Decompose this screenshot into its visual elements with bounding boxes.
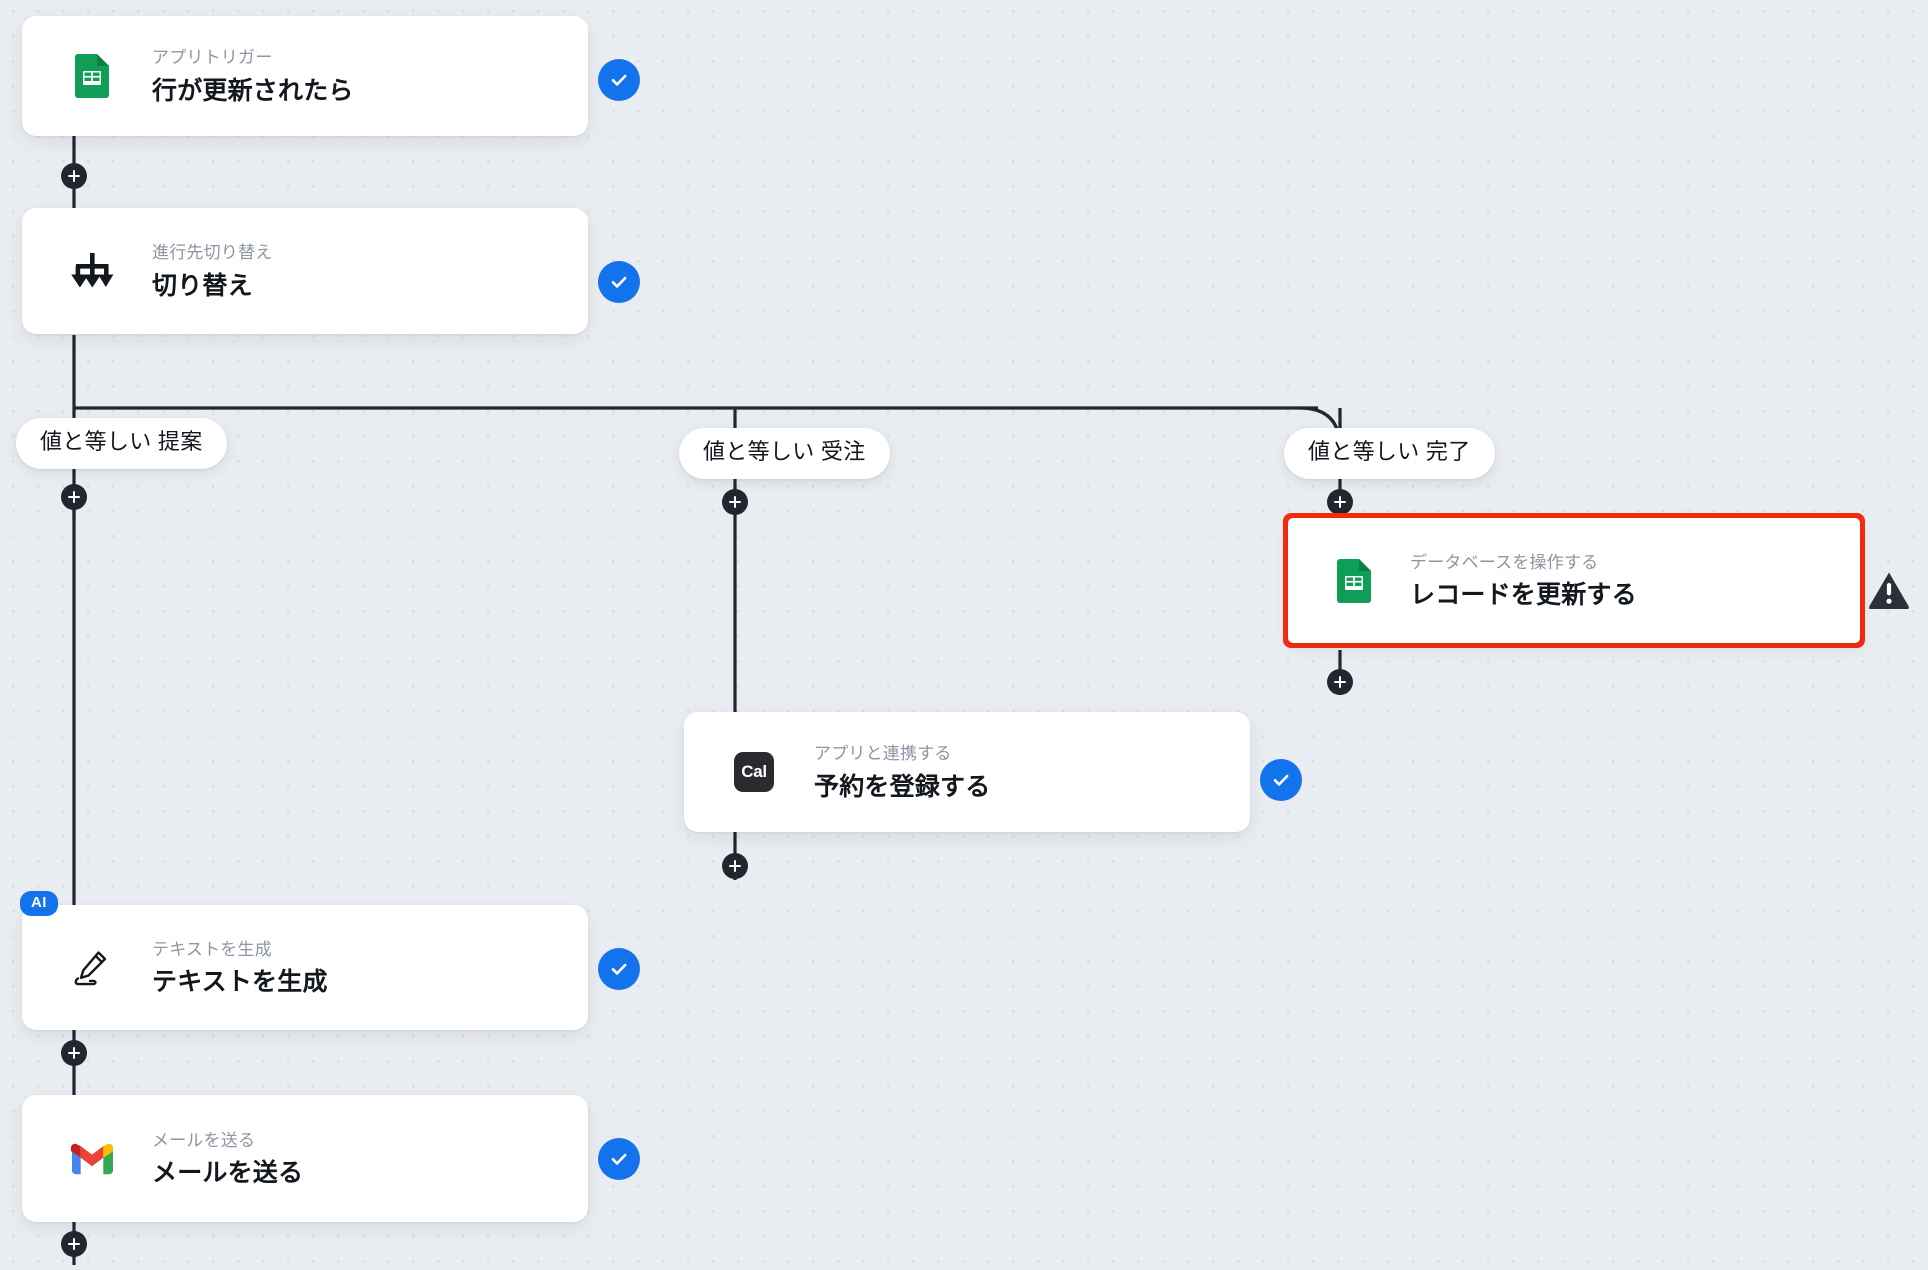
node-update-record[interactable]: データベースを操作する レコードを更新する <box>1283 513 1865 648</box>
node-send-mail[interactable]: メールを送る メールを送る <box>22 1095 588 1222</box>
check-icon <box>611 963 627 975</box>
node-subtitle: テキストを生成 <box>152 939 272 959</box>
check-icon <box>611 1153 627 1165</box>
add-step-handle[interactable] <box>1327 489 1353 515</box>
node-text: 進行先切り替え 切り替え <box>152 240 272 302</box>
node-title: メールを送る <box>152 1159 304 1188</box>
node-text: アプリトリガー 行が更新されたら <box>152 45 354 107</box>
status-badge-success[interactable] <box>598 261 640 303</box>
add-step-handle[interactable] <box>61 484 87 510</box>
node-app-trigger[interactable]: アプリトリガー 行が更新されたら <box>22 16 588 136</box>
check-icon <box>611 74 627 86</box>
node-text: メールを送る メールを送る <box>152 1128 303 1190</box>
status-badge-success[interactable] <box>1260 759 1302 801</box>
add-step-handle[interactable] <box>61 1231 87 1257</box>
node-title: レコードを更新する <box>1410 581 1637 610</box>
node-title: 予約を登録する <box>814 772 991 801</box>
gmail-icon <box>70 1137 114 1181</box>
pen-write-icon <box>70 946 114 990</box>
check-icon <box>611 276 627 288</box>
branch-label-teian[interactable]: 値と等しい 提案 <box>16 418 227 469</box>
cal-icon: Cal <box>732 750 776 794</box>
node-text: データベースを操作する レコードを更新する <box>1410 550 1637 612</box>
add-step-handle[interactable] <box>722 853 748 879</box>
node-cal-booking[interactable]: Cal アプリと連携する 予約を登録する <box>684 712 1250 832</box>
node-subtitle: メールを送る <box>152 1130 256 1150</box>
status-badge-success[interactable] <box>598 948 640 990</box>
add-step-handle[interactable] <box>1327 669 1353 695</box>
node-subtitle: データベースを操作する <box>1410 552 1599 572</box>
add-step-handle[interactable] <box>61 163 87 189</box>
cal-icon-label: Cal <box>734 752 774 792</box>
check-icon <box>1273 774 1289 786</box>
branch-label-juchu[interactable]: 値と等しい 受注 <box>679 428 890 479</box>
node-text: テキストを生成 テキストを生成 <box>152 937 328 999</box>
ai-badge: AI <box>20 891 58 917</box>
warning-triangle-icon <box>1869 572 1909 609</box>
status-badge-warning[interactable] <box>1866 567 1912 613</box>
node-title: テキストを生成 <box>152 968 328 997</box>
node-text: アプリと連携する 予約を登録する <box>814 741 990 803</box>
branch-label-kanryo[interactable]: 値と等しい 完了 <box>1284 428 1495 479</box>
add-step-handle[interactable] <box>722 489 748 515</box>
node-switch[interactable]: 進行先切り替え 切り替え <box>22 208 588 334</box>
node-title: 切り替え <box>152 271 253 300</box>
node-subtitle: 進行先切り替え <box>152 243 273 263</box>
switch-branch-icon <box>70 249 114 293</box>
node-subtitle: アプリトリガー <box>152 48 273 68</box>
node-generate-text[interactable]: AI テキストを生成 テキストを生成 <box>20 891 588 1030</box>
status-badge-success[interactable] <box>598 59 640 101</box>
google-sheets-icon <box>70 54 114 98</box>
status-badge-success[interactable] <box>598 1138 640 1180</box>
node-title: 行が更新されたら <box>152 76 354 105</box>
node-subtitle: アプリと連携する <box>814 744 952 764</box>
google-sheets-icon <box>1332 558 1376 603</box>
add-step-handle[interactable] <box>61 1040 87 1066</box>
